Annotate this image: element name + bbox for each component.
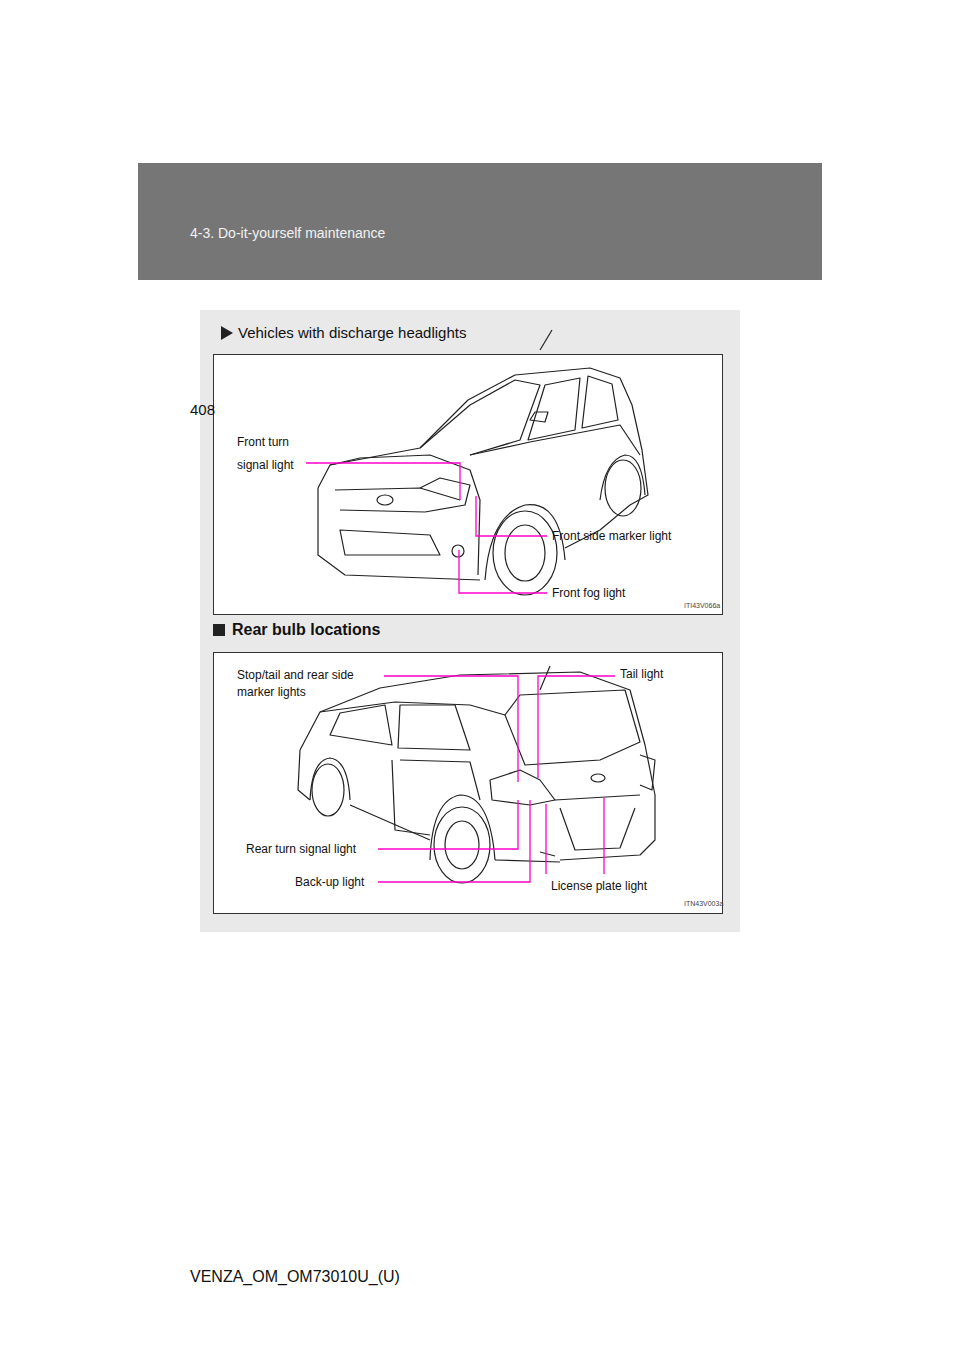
triangle-bullet [221,326,233,340]
section-heading: Vehicles with discharge headlights [238,324,466,342]
part-label: Front side marker light [552,528,671,544]
part-label: Back-up light [295,874,364,890]
part-label: Stop/tail and rear side marker lights [237,667,377,701]
footer-code: VENZA_OM_OM73010U_(U) [190,1267,400,1287]
part-label: Rear turn signal light [246,841,356,857]
part-label: Front fog light [552,585,625,601]
figure-code: ITN43V003a [684,899,723,908]
part-label: Tail light [620,666,663,682]
figure-frame [214,355,723,615]
section-panel [200,310,740,932]
header-text: 4-3. Do-it-yourself maintenance [190,224,385,242]
figure-frame [214,653,723,914]
page-number: 408 [190,401,215,419]
part-label: License plate light [551,878,647,894]
square-bullet [213,624,225,636]
section-heading: Rear bulb locations [232,620,380,639]
figure-code: ITI43V066a [684,601,720,610]
header-band [138,163,822,280]
part-label: Front turn signal light [237,431,309,477]
